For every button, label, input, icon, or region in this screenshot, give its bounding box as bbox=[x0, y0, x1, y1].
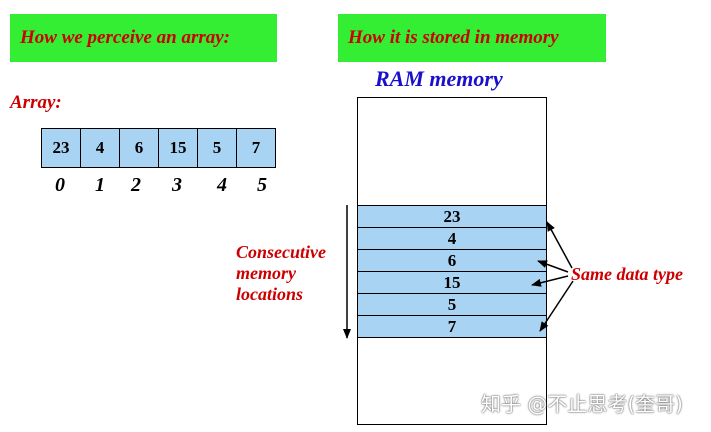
type-arrow bbox=[537, 260, 569, 273]
type-arrow bbox=[539, 280, 574, 332]
array-index: 3 bbox=[172, 174, 182, 196]
array-index: 0 bbox=[55, 174, 65, 196]
storage-banner-text: How it is stored in memory bbox=[348, 27, 559, 48]
type-arrow bbox=[531, 275, 569, 287]
ram-title: RAM memory bbox=[375, 66, 503, 91]
array-cell: 7 bbox=[236, 128, 276, 168]
perceive-banner: How we perceive an array: bbox=[10, 14, 277, 62]
consecutive-line: locations bbox=[236, 284, 304, 304]
same-data-type-label: Same data type bbox=[571, 264, 683, 284]
consecutive-line: memory bbox=[236, 263, 296, 283]
array-cell: 4 bbox=[80, 128, 120, 168]
array-cell: 15 bbox=[158, 128, 198, 168]
perceive-banner-text: How we perceive an array: bbox=[20, 27, 231, 48]
array-cell: 23 bbox=[41, 128, 81, 168]
array-index: 4 bbox=[217, 174, 227, 196]
array-cells: 23 4 6 15 5 7 bbox=[41, 128, 276, 168]
type-arrow bbox=[546, 221, 573, 269]
storage-banner: How it is stored in memory bbox=[338, 14, 606, 62]
array-cell: 5 bbox=[197, 128, 237, 168]
consecutive-line: Consecutive bbox=[236, 242, 326, 262]
array-index: 5 bbox=[257, 174, 267, 196]
array-cell: 6 bbox=[119, 128, 159, 168]
array-label: Array: bbox=[10, 92, 62, 113]
array-index: 2 bbox=[131, 174, 141, 196]
consecutive-locations-label: Consecutive memory locations bbox=[236, 242, 326, 305]
array-index: 1 bbox=[95, 174, 105, 196]
zhihu-watermark: 知乎 @不止思考(奎哥) bbox=[481, 392, 683, 416]
